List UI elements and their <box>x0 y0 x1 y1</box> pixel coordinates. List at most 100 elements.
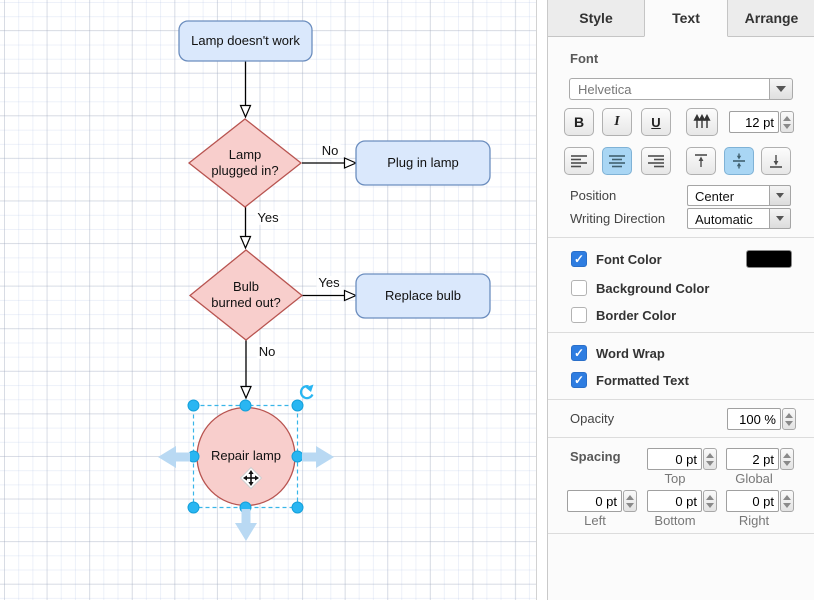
node-label-replace[interactable]: Replace bulb <box>385 287 461 303</box>
edge-label-no2[interactable]: No <box>256 343 278 360</box>
spacing-right-stepper[interactable] <box>780 490 794 512</box>
node-decision-lamp-plugged-in[interactable] <box>187 118 303 208</box>
arrowhead-icon <box>239 235 252 250</box>
line-height-button[interactable] <box>686 108 718 136</box>
spacing-global-stepper[interactable] <box>780 448 794 470</box>
direction-arrows[interactable] <box>158 446 334 541</box>
edge-label-no1[interactable]: No <box>319 142 341 159</box>
spacing-global-field[interactable] <box>726 448 794 470</box>
stepper-down-icon[interactable] <box>783 460 791 466</box>
rotate-icon[interactable] <box>299 384 314 400</box>
align-left-button[interactable] <box>564 147 594 175</box>
spacing-bottom-stepper[interactable] <box>703 490 717 512</box>
tab-arrange[interactable]: Arrange <box>728 0 814 37</box>
direction-arrow-left-icon[interactable] <box>158 446 190 468</box>
underline-button[interactable]: U <box>641 108 671 136</box>
spacing-top-input[interactable] <box>647 448 702 470</box>
position-label: Position <box>570 188 617 203</box>
node-plug-in-lamp[interactable] <box>355 140 491 186</box>
spacing-left-field[interactable] <box>567 490 637 512</box>
spacing-left-input[interactable] <box>567 490 622 512</box>
valign-middle-icon <box>733 153 745 169</box>
position-select[interactable]: Center <box>687 185 791 206</box>
stepper-down-icon[interactable] <box>783 502 791 508</box>
font-family-combo[interactable]: Helvetica <box>569 78 793 100</box>
stepper-down-icon[interactable] <box>626 502 634 508</box>
stepper-up-icon[interactable] <box>783 494 791 500</box>
stepper-up-icon[interactable] <box>783 115 791 121</box>
diagram-canvas[interactable]: Lamp doesn't work Lamp plugged in? Plug … <box>0 0 537 600</box>
writing-direction-dropdown-button[interactable] <box>769 208 791 229</box>
edges[interactable] <box>244 61 345 386</box>
border-color-checkbox[interactable] <box>571 307 587 323</box>
font-size-stepper[interactable] <box>780 111 794 133</box>
align-right-button[interactable] <box>641 147 671 175</box>
spacing-bottom-caption: Bottom <box>654 513 696 528</box>
font-family-dropdown-button[interactable] <box>769 78 793 100</box>
stepper-down-icon[interactable] <box>783 123 791 129</box>
resize-handle-n[interactable] <box>239 399 252 412</box>
italic-button[interactable]: I <box>602 108 632 136</box>
valign-top-button[interactable] <box>686 147 716 175</box>
arrowhead-icon <box>343 289 358 302</box>
align-center-button[interactable] <box>602 147 632 175</box>
resize-handle-sw[interactable] <box>187 501 200 514</box>
stepper-up-icon[interactable] <box>626 494 634 500</box>
resize-handle-se[interactable] <box>291 501 304 514</box>
node-label-decision1[interactable]: Lamp plugged in? <box>211 146 279 178</box>
divider <box>548 399 814 400</box>
spacing-left-stepper[interactable] <box>623 490 637 512</box>
word-wrap-row: Word Wrap <box>571 345 665 361</box>
opacity-input[interactable] <box>727 408 781 430</box>
node-label-plug[interactable]: Plug in lamp <box>387 154 459 170</box>
divider <box>548 332 814 333</box>
word-wrap-checkbox[interactable] <box>571 345 587 361</box>
node-label-repair[interactable]: Repair lamp <box>210 447 282 463</box>
spacing-bottom-field[interactable] <box>647 490 717 512</box>
spacing-top-field[interactable] <box>647 448 717 470</box>
position-value[interactable]: Center <box>687 185 769 206</box>
font-size-field[interactable] <box>729 111 794 133</box>
arrowhead-icon <box>343 157 358 169</box>
node-label-start[interactable]: Lamp doesn't work <box>191 32 300 48</box>
node-replace-bulb[interactable] <box>355 273 491 319</box>
direction-arrow-down-icon[interactable] <box>235 509 257 541</box>
edge-label-yes2[interactable]: Yes <box>316 274 342 291</box>
background-color-checkbox[interactable] <box>571 280 587 296</box>
stepper-up-icon[interactable] <box>706 494 714 500</box>
stepper-up-icon[interactable] <box>706 452 714 458</box>
stepper-down-icon[interactable] <box>706 460 714 466</box>
valign-middle-button[interactable] <box>724 147 754 175</box>
resize-handle-ne[interactable] <box>291 399 304 412</box>
spacing-right-input[interactable] <box>726 490 779 512</box>
stepper-down-icon[interactable] <box>706 502 714 508</box>
tab-style[interactable]: Style <box>548 0 644 37</box>
formatted-text-checkbox[interactable] <box>571 372 587 388</box>
stepper-up-icon[interactable] <box>783 452 791 458</box>
font-color-swatch[interactable] <box>746 250 792 268</box>
writing-direction-value[interactable]: Automatic <box>687 208 769 229</box>
node-label-decision2[interactable]: Bulb burned out? <box>211 278 281 310</box>
arrowhead-icon <box>240 385 252 400</box>
stepper-down-icon[interactable] <box>785 420 793 426</box>
writing-direction-select[interactable]: Automatic <box>687 208 791 229</box>
edge-label-yes1[interactable]: Yes <box>255 209 281 226</box>
position-dropdown-button[interactable] <box>769 185 791 206</box>
node-decision-bulb-burned-out[interactable] <box>188 249 304 341</box>
stepper-up-icon[interactable] <box>785 412 793 418</box>
tab-text[interactable]: Text <box>644 0 728 37</box>
spacing-global-input[interactable] <box>726 448 779 470</box>
spacing-top-stepper[interactable] <box>703 448 717 470</box>
opacity-stepper[interactable] <box>782 408 796 430</box>
valign-bottom-button[interactable] <box>761 147 791 175</box>
font-color-checkbox[interactable] <box>571 251 587 267</box>
spacing-right-field[interactable] <box>726 490 794 512</box>
resize-handle-nw[interactable] <box>187 399 200 412</box>
bold-button[interactable]: B <box>564 108 594 136</box>
opacity-field[interactable] <box>727 408 796 430</box>
node-start[interactable] <box>178 20 313 62</box>
font-size-input[interactable] <box>729 111 779 133</box>
spacing-bottom-input[interactable] <box>647 490 702 512</box>
font-family-value[interactable]: Helvetica <box>569 78 769 100</box>
direction-arrow-right-icon[interactable] <box>302 446 334 468</box>
